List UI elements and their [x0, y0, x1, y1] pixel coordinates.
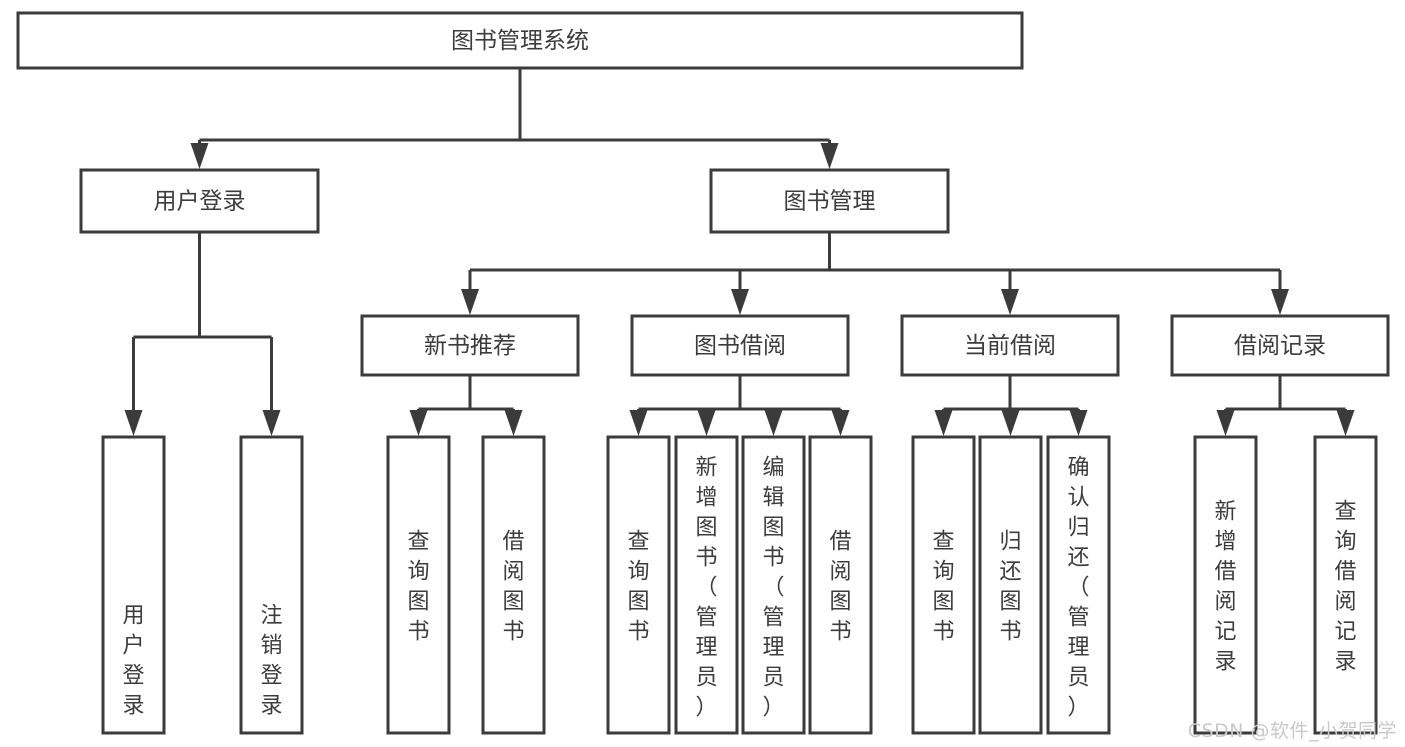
node-box	[1193, 435, 1258, 735]
node-new-book-rec[interactable]: 新书推荐	[360, 314, 580, 377]
node-box	[79, 168, 320, 234]
node-label: 当前借阅	[964, 333, 1056, 359]
arrow-head-icon	[124, 410, 143, 436]
arrow-head-icon	[697, 410, 716, 436]
arrow-head-icon	[409, 410, 428, 436]
arrow-head-icon	[820, 143, 839, 169]
node-box	[1046, 435, 1111, 735]
arrow-head-icon	[764, 410, 783, 436]
node-book-manage[interactable]: 图书管理	[709, 168, 950, 234]
node-root[interactable]: 图书管理系统	[16, 11, 1024, 70]
node-leaf-user-logout[interactable]: 注销登录	[239, 435, 304, 735]
arrow-head-icon	[190, 143, 209, 169]
node-user-login[interactable]: 用户登录	[79, 168, 320, 234]
node-leaf-user-login[interactable]: 用户登录	[101, 435, 166, 735]
arrow-head-icon	[1001, 289, 1019, 315]
node-box	[101, 435, 166, 735]
node-leaf-borrow-query-book[interactable]: 查询图书	[606, 435, 671, 735]
node-leaf-cur-return-book[interactable]: 归还图书	[978, 435, 1043, 735]
arrow-head-icon	[504, 410, 523, 436]
node-box	[674, 435, 739, 735]
node-book-borrow[interactable]: 图书借阅	[630, 314, 850, 377]
arrow-head-icon	[1336, 410, 1355, 436]
arrow-head-icon	[1069, 410, 1088, 436]
node-box	[709, 168, 950, 234]
node-box	[978, 435, 1043, 735]
node-leaf-rec-add-record[interactable]: 新增借阅记录	[1193, 435, 1258, 735]
edge-layer	[124, 68, 1355, 436]
node-leaf-cur-confirm-return[interactable]: 确认归还（管理员）	[1046, 435, 1111, 735]
node-label: 用户登录	[154, 189, 246, 215]
node-label: 新增借阅记录	[1214, 499, 1236, 674]
arrow-head-icon	[1001, 410, 1020, 436]
node-box	[386, 435, 451, 735]
arrow-head-icon	[1216, 410, 1235, 436]
node-leaf-rec-query-record[interactable]: 查询借阅记录	[1313, 435, 1378, 735]
arrow-head-icon	[934, 410, 953, 436]
node-box	[741, 435, 806, 735]
node-label: 编辑图书（管理员）	[762, 455, 784, 720]
node-label: 查询图书	[627, 529, 649, 644]
node-box	[606, 435, 671, 735]
node-box	[630, 314, 850, 377]
node-box	[1170, 314, 1390, 377]
node-leaf-cur-query-book[interactable]: 查询图书	[911, 435, 976, 735]
node-label: 借阅图书	[502, 529, 524, 644]
node-label: 归还图书	[999, 529, 1021, 644]
node-leaf-borrow-add-book[interactable]: 新增图书（管理员）	[674, 435, 739, 735]
node-label: 确认归还（管理员）	[1067, 455, 1089, 720]
node-box	[1313, 435, 1378, 735]
node-borrow-record[interactable]: 借阅记录	[1170, 314, 1390, 377]
node-box	[360, 314, 580, 377]
arrow-head-icon	[831, 410, 850, 436]
node-label: 查询图书	[407, 529, 429, 644]
arrow-head-icon	[262, 410, 281, 436]
node-current-borrow[interactable]: 当前借阅	[900, 314, 1120, 377]
node-box	[481, 435, 546, 735]
node-label: 查询图书	[932, 529, 954, 644]
arrow-head-icon	[1271, 289, 1289, 315]
node-box	[900, 314, 1120, 377]
node-box	[808, 435, 873, 735]
node-label: 图书管理系统	[451, 28, 589, 54]
node-leaf-borrow-edit-book[interactable]: 编辑图书（管理员）	[741, 435, 806, 735]
node-label: 借阅图书	[829, 529, 851, 644]
node-label: 新书推荐	[424, 333, 516, 359]
node-box	[239, 435, 304, 735]
node-leaf-rec-query-book[interactable]: 查询图书	[386, 435, 451, 735]
node-layer: 图书管理系统用户登录图书管理新书推荐图书借阅当前借阅借阅记录用户登录注销登录查询…	[16, 11, 1390, 735]
node-leaf-rec-borrow-book[interactable]: 借阅图书	[481, 435, 546, 735]
node-label: 查询借阅记录	[1334, 499, 1356, 674]
arrow-head-icon	[461, 289, 479, 315]
node-label: 借阅记录	[1234, 333, 1326, 359]
arrow-head-icon	[629, 410, 648, 436]
node-box	[911, 435, 976, 735]
node-label: 图书管理	[784, 189, 876, 215]
arrow-head-icon	[731, 289, 749, 315]
node-box	[16, 11, 1024, 70]
node-label: 图书借阅	[694, 333, 786, 359]
node-label: 用户登录	[122, 603, 144, 718]
node-label: 新增图书（管理员）	[695, 455, 717, 720]
node-leaf-borrow-borrow-book[interactable]: 借阅图书	[808, 435, 873, 735]
node-label: 注销登录	[260, 603, 282, 718]
